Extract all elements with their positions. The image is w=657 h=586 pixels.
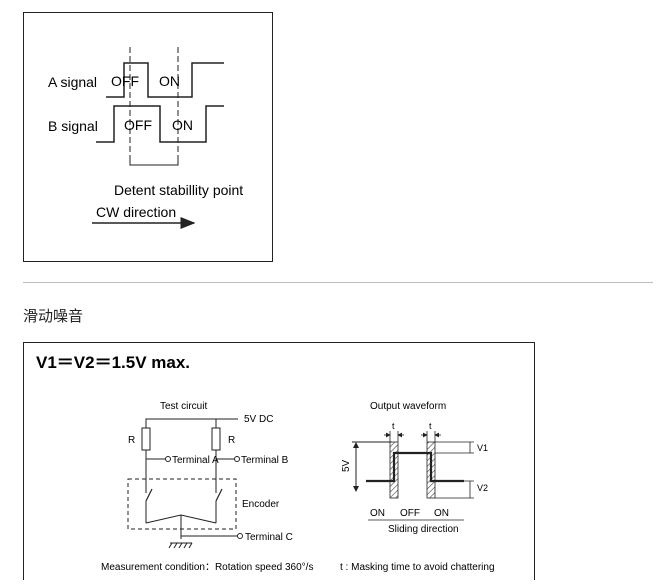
on-label-b: ON bbox=[172, 117, 193, 133]
t-label-left: t bbox=[392, 421, 395, 431]
waveform-title: Output waveform bbox=[370, 401, 446, 412]
b-signal-label: B signal bbox=[48, 118, 98, 134]
masking-time-note: t : Masking time to avoid chattering bbox=[340, 562, 495, 573]
sliding-noise-diagram: V1＝V2＝1.5V max. Test circuit 5V DC R R T… bbox=[23, 342, 535, 580]
output-waveform bbox=[366, 451, 464, 483]
ground-hatch-2 bbox=[173, 542, 178, 549]
state-on-left: ON bbox=[370, 508, 385, 519]
detent-bracket bbox=[129, 155, 179, 166]
cw-direction-label: CW direction bbox=[96, 204, 176, 220]
ground-hatch-3 bbox=[178, 542, 183, 549]
state-off: OFF bbox=[400, 508, 420, 519]
sliding-noise-svg: V1＝V2＝1.5V max. Test circuit 5V DC R R T… bbox=[36, 353, 495, 573]
v2-label: V2 bbox=[477, 483, 488, 493]
off-label-a: OFF bbox=[111, 73, 139, 89]
resistor-right-label: R bbox=[228, 435, 235, 446]
terminal-a-label: Terminal A bbox=[172, 455, 219, 466]
on-label-a: ON bbox=[159, 73, 180, 89]
ground-hatch-4 bbox=[183, 542, 188, 549]
signal-timing-svg: A signal B signal OFF ON OFF ON Detent s… bbox=[48, 47, 243, 229]
resistor-left-symbol bbox=[141, 427, 151, 451]
a-signal-waveform bbox=[106, 62, 224, 98]
a-signal-label: A signal bbox=[48, 74, 97, 90]
ground-hatch-5 bbox=[188, 542, 193, 549]
encoder-label: Encoder bbox=[242, 499, 280, 510]
test-circuit-title: Test circuit bbox=[160, 401, 207, 412]
v1-label: V1 bbox=[477, 443, 488, 453]
supply-label: 5V DC bbox=[244, 414, 273, 425]
formula-title: V1＝V2＝1.5V max. bbox=[36, 353, 190, 372]
section-divider bbox=[23, 282, 653, 283]
voltage-arrow-head-bottom bbox=[353, 486, 359, 492]
resistor-left-label: R bbox=[128, 435, 135, 446]
off-label-b: OFF bbox=[124, 117, 152, 133]
sliding-direction-label: Sliding direction bbox=[388, 524, 459, 535]
voltage-arrow-head-top bbox=[353, 442, 359, 448]
terminal-c-node bbox=[237, 533, 243, 539]
measurement-condition: Measurement condition：Rotation speed 360… bbox=[101, 562, 313, 573]
b-signal-waveform bbox=[96, 105, 224, 143]
switch-left-blade bbox=[145, 488, 153, 502]
terminal-a-node bbox=[165, 456, 171, 462]
t-label-right: t bbox=[429, 421, 432, 431]
state-on-right: ON bbox=[434, 508, 449, 519]
voltage-label: 5V bbox=[341, 459, 352, 472]
terminal-b-label: Terminal B bbox=[241, 455, 289, 466]
terminal-b-node bbox=[234, 456, 240, 462]
ground-hatch-1 bbox=[168, 542, 173, 549]
detent-label: Detent stabillity point bbox=[114, 182, 243, 198]
resistor-right-symbol bbox=[211, 427, 221, 451]
switch-right-blade bbox=[215, 488, 223, 502]
terminal-c-label: Terminal C bbox=[245, 532, 293, 543]
encoder-box bbox=[127, 478, 237, 530]
signal-timing-diagram: A signal B signal OFF ON OFF ON Detent s… bbox=[23, 12, 273, 262]
section-heading: 滑动噪音 bbox=[23, 307, 84, 325]
supply-rail bbox=[145, 418, 238, 428]
